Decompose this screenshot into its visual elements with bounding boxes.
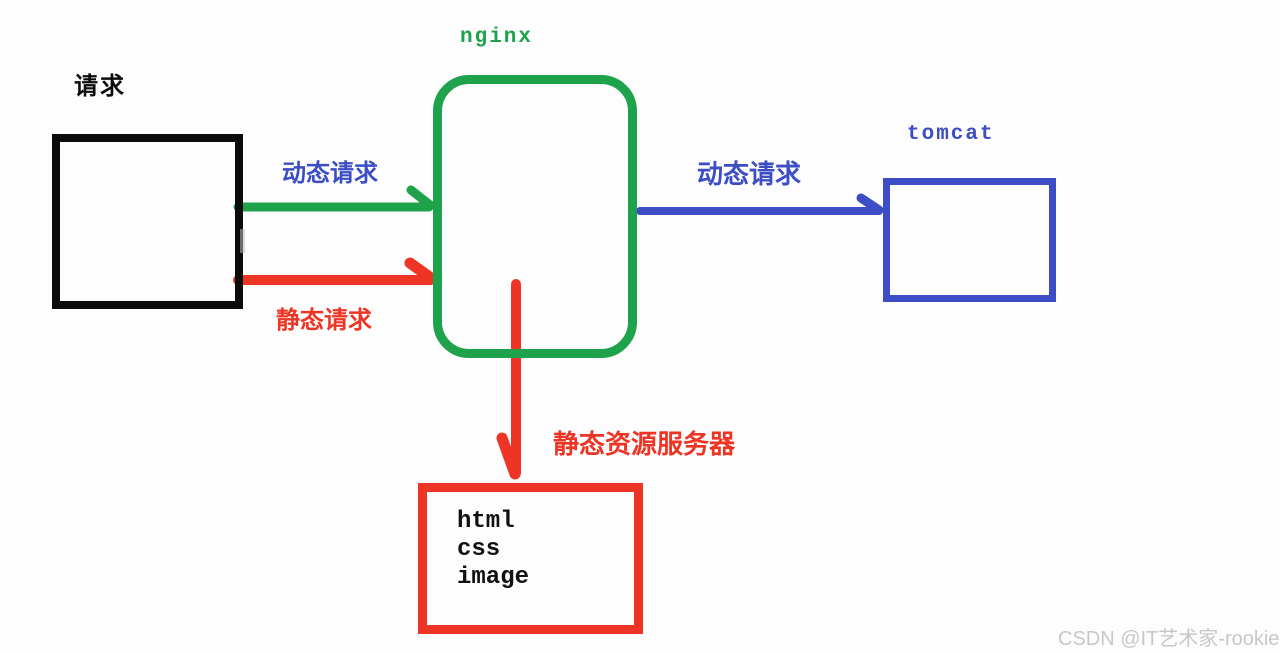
static-file-css: css — [457, 536, 501, 563]
watermark: CSDN @IT艺术家-rookie — [1058, 628, 1280, 650]
dynamic-request-label-left: 动态请求 — [282, 160, 378, 187]
tomcat-box — [883, 178, 1056, 302]
arrow-barb — [404, 257, 437, 284]
arrow-barb — [406, 185, 435, 210]
static-files-box: html css image — [418, 483, 643, 634]
dynamic-request-arrow-client-to-nginx — [233, 185, 435, 212]
arrow-barb — [856, 193, 884, 215]
stray-mark — [240, 229, 245, 253]
client-box — [52, 134, 243, 309]
tomcat-box-label: tomcat — [907, 123, 995, 146]
client-box-label: 请求 — [74, 73, 126, 100]
static-file-html: html — [457, 508, 515, 535]
static-file-image: image — [457, 564, 530, 591]
nginx-box — [433, 75, 637, 358]
static-resource-server-label: 静态资源服务器 — [553, 429, 736, 459]
arrow-barb — [496, 432, 521, 480]
nginx-box-label: nginx — [460, 26, 534, 49]
static-request-arrow-client-to-nginx — [233, 257, 437, 285]
static-request-label-left: 静态请求 — [276, 307, 372, 334]
dynamic-request-label-right: 动态请求 — [697, 159, 802, 189]
dynamic-request-arrow-nginx-to-tomcat — [636, 193, 884, 215]
